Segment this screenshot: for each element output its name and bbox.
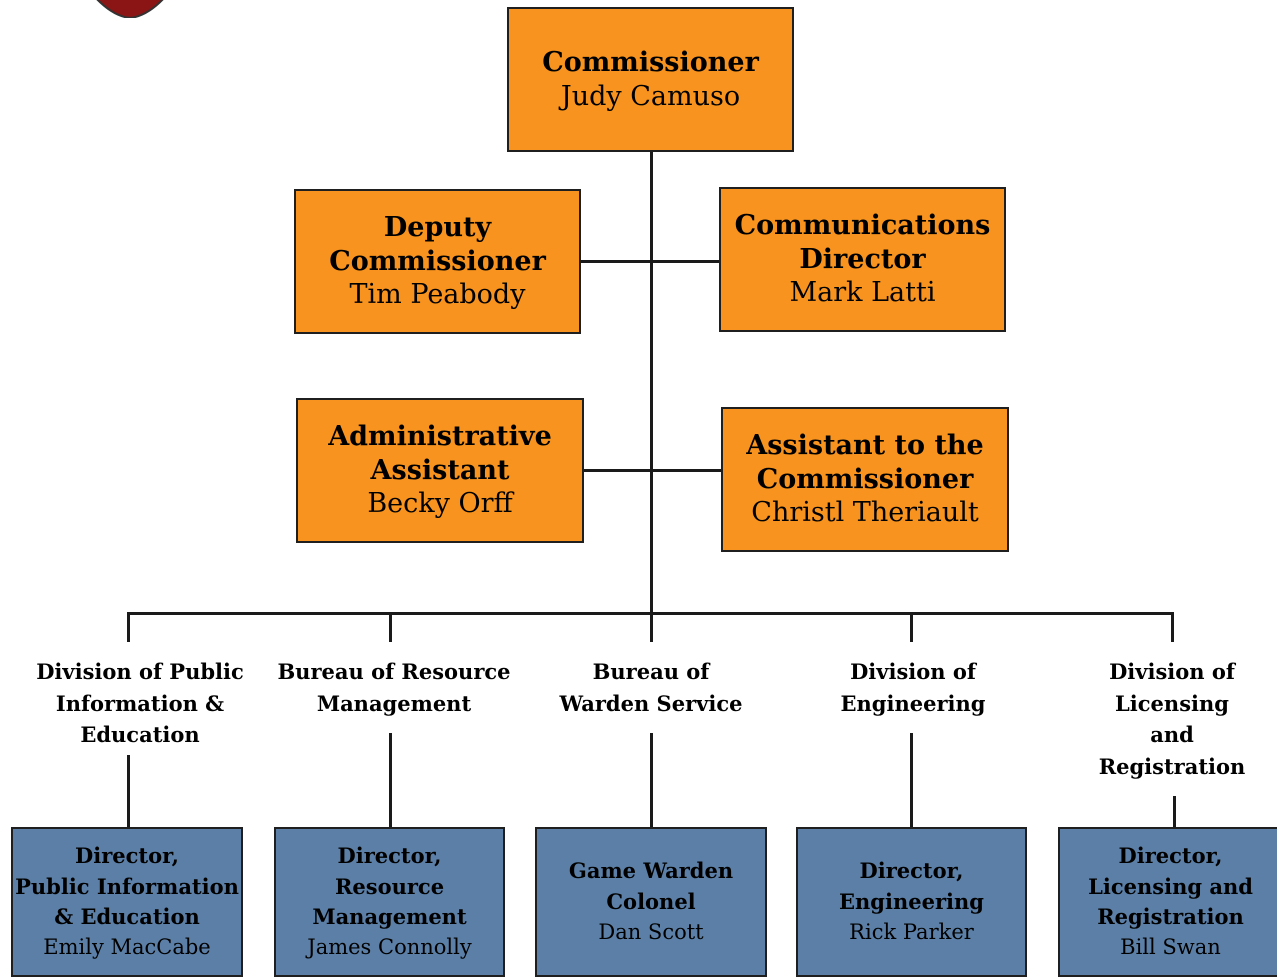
assistant-name: Christl Theriault	[751, 497, 979, 529]
division-label-line: Warden Service	[559, 690, 743, 716]
division-label-line: Division of Public	[36, 659, 244, 684]
director-title-line: Engineering	[839, 888, 984, 914]
trunk-line	[650, 151, 653, 616]
drop-line	[127, 612, 130, 642]
assistant-to-commissioner-box: Assistant to the Commissioner Christl Th…	[721, 407, 1009, 552]
director-box-engineering: Director, Engineering Rick Parker	[796, 827, 1027, 977]
drop-line	[1171, 612, 1174, 642]
division-label-line: Registration	[1098, 753, 1246, 779]
director-box-warden-service: Game Warden Colonel Dan Scott	[535, 827, 767, 977]
drop-line	[389, 612, 392, 642]
director-title-line: Director,	[1118, 843, 1223, 869]
division-label-line: Bureau of Resource	[277, 659, 511, 684]
director-connector	[910, 733, 913, 829]
director-title-line: Management	[312, 904, 467, 929]
drop-line	[650, 612, 653, 642]
director-connector	[127, 755, 130, 829]
communications-title-line1: Communications	[734, 209, 991, 241]
division-label-line: Division of	[850, 659, 976, 684]
assistant-title-line2: Commissioner	[756, 463, 974, 495]
director-title-line: Director,	[859, 858, 964, 884]
director-title-line: Colonel	[606, 888, 696, 914]
admin-name: Becky Orff	[367, 488, 513, 520]
director-title-line: & Education	[54, 904, 200, 929]
director-connector	[389, 733, 392, 829]
row2-connector	[583, 469, 722, 472]
division-label-line: Licensing	[1115, 690, 1229, 716]
division-label-line: Division of	[1109, 659, 1235, 684]
director-name: Dan Scott	[598, 920, 704, 945]
director-title-line: Game Warden	[568, 858, 734, 884]
assistant-title-line1: Assistant to the	[746, 429, 984, 461]
director-name: Emily MacCabe	[43, 935, 211, 960]
admin-title-line2: Assistant	[370, 454, 510, 486]
director-name: Bill Swan	[1120, 935, 1221, 960]
commissioner-box: Commissioner Judy Camuso	[507, 7, 794, 152]
director-title-line: Director,	[337, 843, 442, 869]
division-label-warden-service: Bureau of Warden Service	[545, 656, 757, 719]
deputy-title-line1: Deputy	[383, 211, 492, 243]
commissioner-title: Commissioner	[542, 46, 759, 78]
director-title-line: Registration	[1097, 904, 1244, 929]
director-name: James Connolly	[307, 935, 472, 960]
commissioner-name: Judy Camuso	[560, 80, 741, 112]
communications-name: Mark Latti	[789, 277, 936, 309]
communications-title-line2: Director	[799, 243, 926, 275]
deputy-title-line2: Commissioner	[329, 245, 546, 277]
division-label-resource-management: Bureau of Resource Management	[270, 656, 518, 719]
division-label-line: Management	[316, 690, 472, 716]
deputy-name: Tim Peabody	[349, 279, 526, 311]
director-connector	[650, 733, 653, 829]
director-title-line: Licensing and	[1088, 873, 1253, 899]
director-box-licensing-registration: Director, Licensing and Registration Bil…	[1058, 827, 1277, 977]
division-label-line: Engineering	[840, 690, 986, 716]
division-label-public-information: Division of Public Information & Educati…	[28, 656, 252, 751]
director-title-line: Director,	[75, 843, 179, 869]
division-label-line: Education	[80, 722, 200, 747]
division-label-licensing-registration: Division of Licensing and Registration	[1082, 656, 1262, 782]
director-box-public-information: Director, Public Information & Education…	[11, 827, 243, 977]
drop-line	[910, 612, 913, 642]
division-label-line: Bureau of	[592, 659, 710, 684]
director-connector	[1173, 796, 1176, 829]
director-title-line: Public Information	[15, 873, 239, 899]
administrative-assistant-box: Administrative Assistant Becky Orff	[296, 398, 584, 543]
division-label-line: Information &	[55, 690, 225, 716]
row1-connector	[580, 260, 721, 263]
division-label-line: and	[1150, 722, 1194, 747]
admin-title-line1: Administrative	[328, 420, 552, 452]
director-title-line: Resource	[334, 873, 445, 899]
deputy-commissioner-box: Deputy Commissioner Tim Peabody	[294, 189, 581, 334]
director-name: Rick Parker	[849, 920, 974, 945]
communications-director-box: Communications Director Mark Latti	[719, 187, 1006, 332]
agency-badge-logo	[96, 0, 164, 18]
division-label-engineering: Division of Engineering	[818, 656, 1008, 719]
director-box-resource-management: Director, Resource Management James Conn…	[274, 827, 505, 977]
